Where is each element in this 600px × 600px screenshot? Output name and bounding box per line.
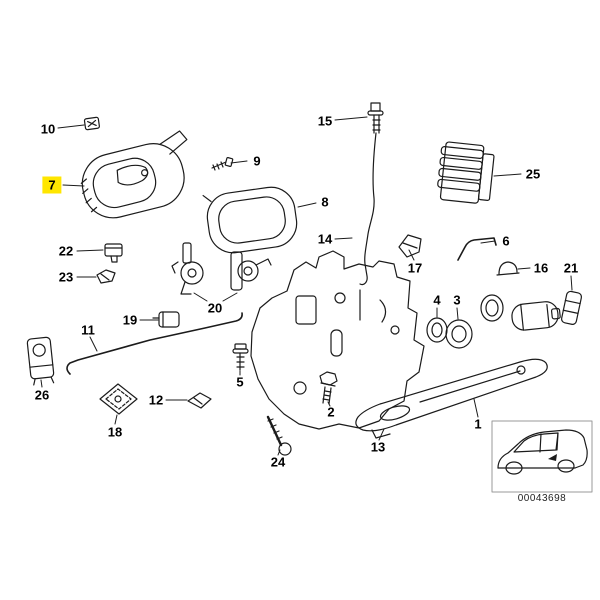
part-18-plate-drawing xyxy=(99,383,138,415)
part-label-5[interactable]: 5 xyxy=(236,374,244,390)
part-7-bezel-drawing xyxy=(80,130,188,219)
part-5-screw-drawing xyxy=(232,343,249,371)
part-label-1[interactable]: 1 xyxy=(474,416,482,432)
part-label-24[interactable]: 24 xyxy=(270,454,286,470)
car-thumbnail xyxy=(491,420,593,493)
part-10-clip-drawing xyxy=(83,116,100,131)
part-label-6[interactable]: 6 xyxy=(502,233,510,249)
diagram-doc-number: 00043698 xyxy=(517,493,567,504)
part-20-left-drawing xyxy=(171,242,204,295)
part-label-4[interactable]: 4 xyxy=(433,292,441,308)
part-label-26[interactable]: 26 xyxy=(34,387,50,403)
part-9-screw-drawing xyxy=(211,156,234,171)
part-11-rod-drawing xyxy=(66,312,243,375)
part-label-17[interactable]: 17 xyxy=(407,260,423,276)
door-carrier-plate-drawing xyxy=(250,250,425,430)
lock-cylinder-drawing xyxy=(511,301,561,331)
part-label-22[interactable]: 22 xyxy=(58,243,74,259)
part-24-screw-drawing xyxy=(266,415,292,456)
part-label-25[interactable]: 25 xyxy=(525,166,541,182)
part-23-clip-drawing xyxy=(96,269,116,284)
part-label-2[interactable]: 2 xyxy=(327,404,335,420)
part-label-15[interactable]: 15 xyxy=(317,113,333,129)
part-label-10[interactable]: 10 xyxy=(40,121,56,137)
part-25-block-drawing xyxy=(437,141,495,204)
part-label-21[interactable]: 21 xyxy=(563,260,579,276)
part-label-13[interactable]: 13 xyxy=(370,439,386,455)
part-label-12[interactable]: 12 xyxy=(148,392,164,408)
part-15-bolt-rod-drawing xyxy=(359,102,384,286)
part-label-14[interactable]: 14 xyxy=(317,231,333,247)
part-13-handle-carrier-drawing xyxy=(355,358,548,439)
part-12-clip-drawing xyxy=(187,392,212,409)
part-label-9[interactable]: 9 xyxy=(253,153,261,169)
part-8-frame-drawing xyxy=(202,186,298,254)
door-pointer-arrow-icon xyxy=(548,454,557,461)
part-label-19[interactable]: 19 xyxy=(122,312,138,328)
part-label-18[interactable]: 18 xyxy=(107,424,123,440)
part-label-3[interactable]: 3 xyxy=(453,292,461,308)
part-label-23[interactable]: 23 xyxy=(58,269,74,285)
part-label-8[interactable]: 8 xyxy=(321,194,329,210)
part-label-20[interactable]: 20 xyxy=(207,300,223,316)
part-22-block-drawing xyxy=(104,243,123,263)
part-17-wedge-drawing xyxy=(398,234,422,258)
part-3-ring-drawing xyxy=(445,319,473,349)
part-label-16[interactable]: 16 xyxy=(533,260,549,276)
part-19-clip-drawing xyxy=(152,311,180,328)
part-21-bracket-drawing xyxy=(560,290,583,325)
part-16-grommet-drawing xyxy=(496,261,520,276)
lock-cylinder-rings-drawing xyxy=(480,294,504,322)
part-6-rod-drawing xyxy=(457,237,497,261)
part-2-bolt-drawing xyxy=(319,371,338,405)
leader-lines xyxy=(40,116,573,456)
part-label-11[interactable]: 11 xyxy=(81,322,95,338)
part-label-7[interactable]: 7 xyxy=(42,176,62,194)
part-26-bracket-drawing xyxy=(26,336,55,386)
part-20-right-drawing xyxy=(230,251,272,291)
